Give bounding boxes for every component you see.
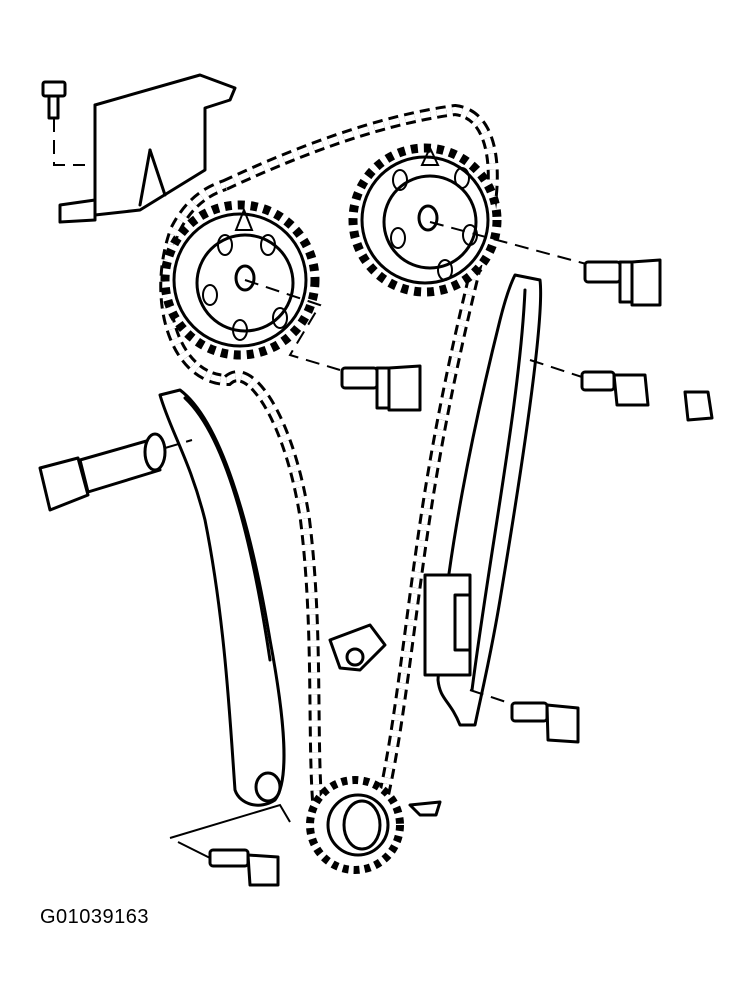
woodruff-key: [408, 800, 442, 817]
sprocket-bolt-right: [429, 221, 662, 307]
sprocket-bolt-left: [244, 279, 422, 412]
figure-id: G01039163: [40, 906, 150, 928]
tensioner-rail: [158, 388, 286, 807]
guide-bolt-small: [41, 80, 85, 166]
crankshaft-sprocket: [306, 776, 404, 874]
camshaft-sprocket-right: [348, 143, 502, 297]
guide-bolt-lower: [469, 689, 580, 744]
tensioner-lower-bolt: [169, 803, 291, 887]
camshaft-sprocket-left: [160, 200, 320, 360]
guide-bolt-upper: [529, 359, 650, 407]
tensioner-pivot-bolt: [38, 432, 193, 512]
access-plug: [683, 390, 714, 422]
upper-chain-guide: [58, 73, 237, 224]
fixed-chain-guide: [423, 273, 543, 727]
chain-guide-clip: [328, 623, 387, 672]
